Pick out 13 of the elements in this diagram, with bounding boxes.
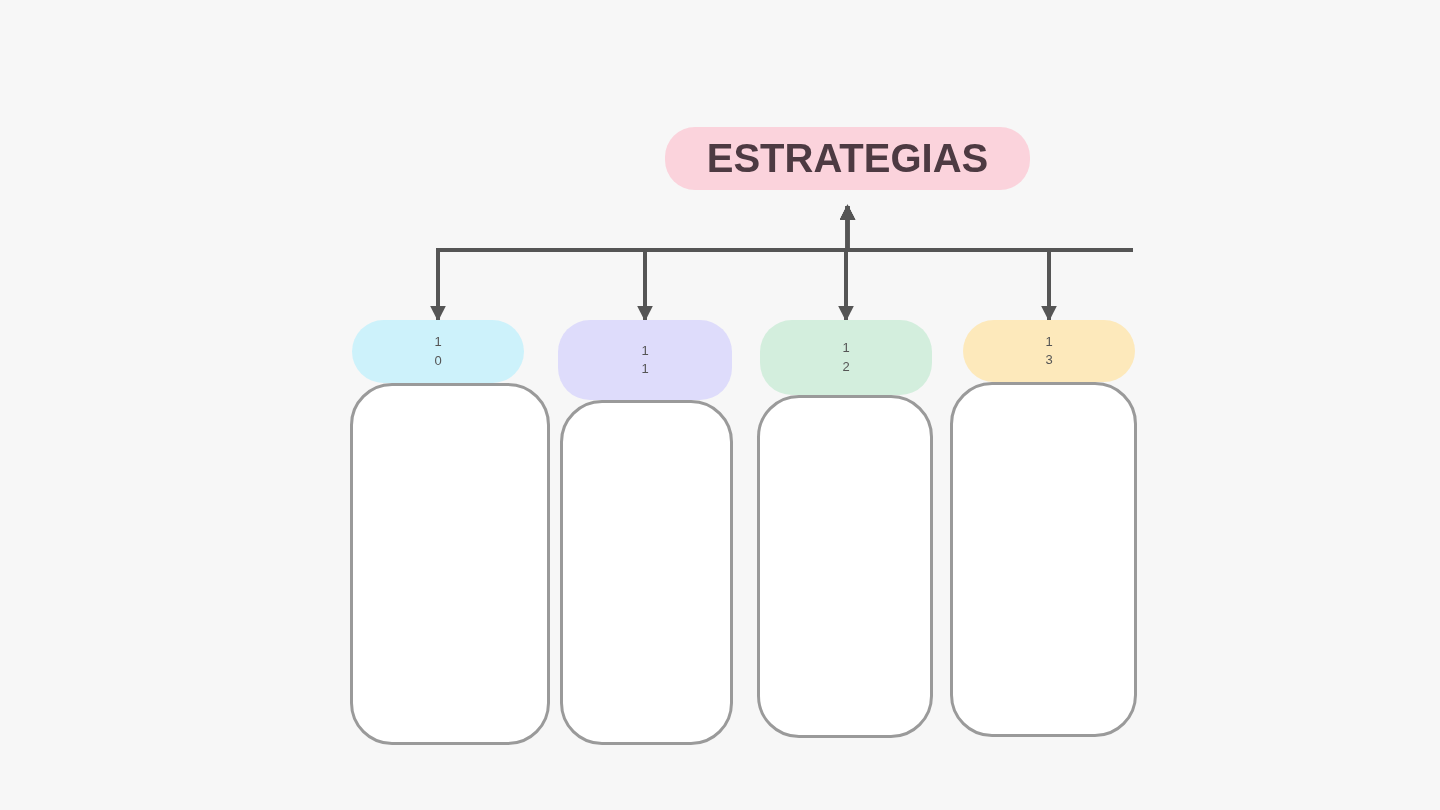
arrow (839, 204, 1057, 322)
title-text: ESTRATEGIAS (706, 136, 989, 181)
number-pill (760, 320, 932, 395)
number-label: 12 (842, 339, 850, 376)
card-box (350, 383, 550, 745)
number-label: 11 (641, 341, 649, 378)
card-box (950, 382, 1137, 737)
card-box (757, 395, 933, 738)
number-pill (558, 320, 732, 400)
number-label: 13 (1045, 332, 1053, 369)
number-label: 10 (434, 333, 442, 370)
title-box (665, 127, 1030, 190)
card-box (560, 400, 733, 745)
